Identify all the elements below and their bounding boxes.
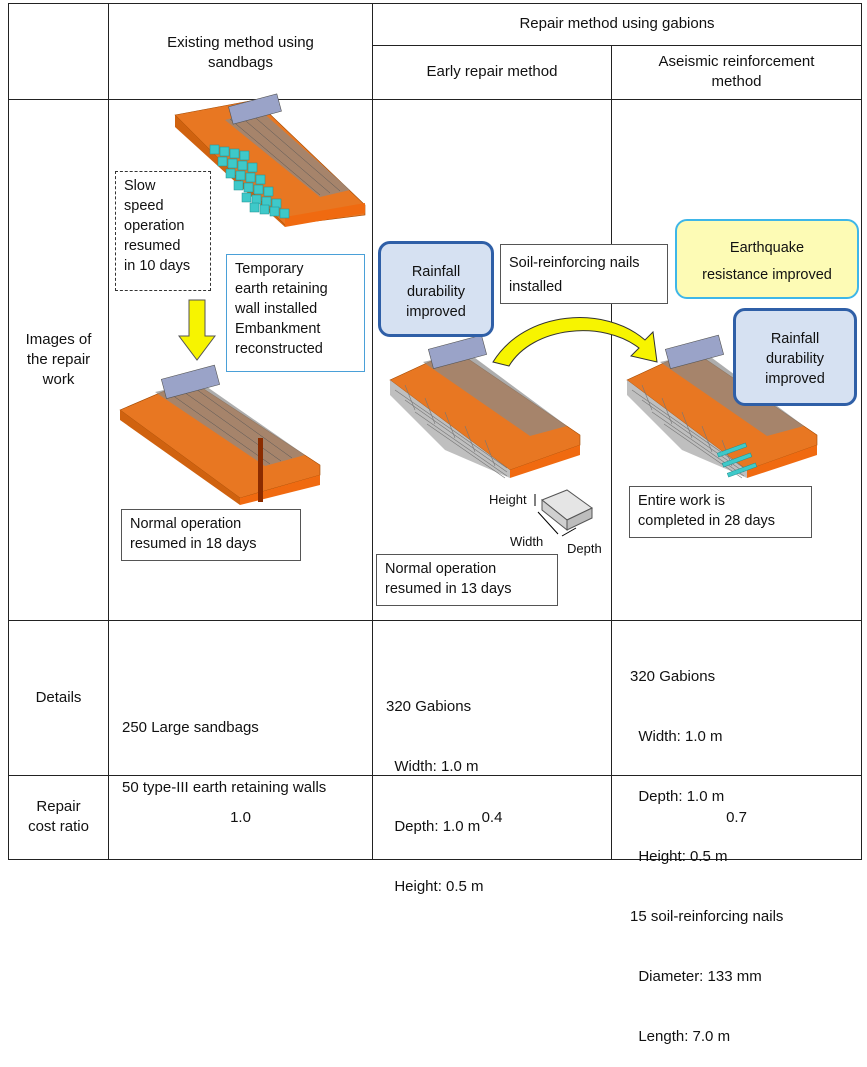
cost-early: 0.4 (481, 809, 503, 826)
row-divider-header (8, 99, 862, 100)
entire-work-line2: completed in 28 days (638, 513, 776, 529)
row-label-cost: Repair cost ratio (9, 797, 108, 837)
gabion-height-label: Height (489, 492, 527, 507)
header-gabions-span: Repair method using gabions (519, 15, 715, 32)
header-aseismic: Aseismic reinforcement method (612, 52, 861, 92)
row-label-images-line1: Images of (25, 331, 92, 348)
slow-speed-line2: speed (124, 198, 164, 214)
table-border-left (8, 3, 9, 860)
slow-speed-line5: in 10 days (124, 258, 191, 274)
entire-work-note: Entire work is completed in 28 days (629, 486, 812, 538)
downward-arrow (178, 299, 216, 361)
table-border-bottom (8, 859, 862, 860)
details-early-line3: Depth: 1.0 m (386, 818, 481, 835)
temporary-line4: Embankment (235, 321, 321, 337)
early-rainfall-line3: improved (406, 304, 466, 320)
temporary-line2: earth retaining (235, 281, 328, 297)
existing-normal-operation-note: Normal operation resumed in 18 days (121, 509, 301, 561)
details-aseismic-line6: Diameter: 133 mm (630, 968, 762, 985)
details-aseismic-line1: 320 Gabions (630, 668, 716, 685)
row-label-cost-line1: Repair (36, 798, 81, 815)
entire-work-line1: Entire work is (638, 493, 726, 509)
existing-normal-line2: resumed in 18 days (130, 536, 257, 552)
row-label-images-line2: the repair (26, 351, 91, 368)
early-normal-line2: resumed in 13 days (385, 581, 512, 597)
slow-speed-line1: Slow (124, 178, 156, 194)
gabion-embankment-illustration (389, 334, 581, 479)
aseismic-embankment-illustration (626, 334, 818, 479)
details-existing-line2: 50 type-III earth retaining walls (122, 779, 327, 796)
soil-nails-note: Soil-reinforcing nails installed (500, 244, 668, 304)
aseismic-rainfall-line3: improved (765, 371, 825, 387)
early-rainfall-badge: Rainfall durability improved (378, 241, 494, 337)
header-early-repair: Early repair method (426, 63, 558, 80)
col-divider-2 (372, 3, 373, 860)
header-subrow-line (372, 45, 862, 46)
header-aseismic-line2: method (711, 73, 762, 90)
temporary-line3: wall installed (235, 301, 318, 317)
row-label-cost-line2: cost ratio (28, 818, 89, 835)
early-rainfall-line2: durability (406, 284, 466, 300)
row-label-details: Details (35, 689, 82, 706)
col-divider-3 (611, 45, 612, 860)
gabion-block-diagram (541, 489, 593, 532)
row-label-images: Images of the repair work (9, 330, 108, 390)
details-existing: 250 Large sandbags 50 type-III earth ret… (122, 678, 326, 818)
details-aseismic-line4: Height: 0.5 m (630, 848, 728, 865)
cost-existing: 1.0 (230, 809, 251, 826)
gabion-depth-label: Depth (567, 541, 602, 556)
aseismic-rainfall-badge: Rainfall durability improved (733, 308, 857, 406)
soil-nails-line2: installed (509, 279, 563, 295)
earthquake-line2: resistance improved (702, 267, 832, 283)
header-aseismic-line1: Aseismic reinforcement (658, 53, 815, 70)
temporary-line5: reconstructed (235, 341, 323, 357)
aseismic-rainfall-line2: durability (765, 351, 825, 367)
details-aseismic-line3: Depth: 1.0 m (630, 788, 725, 805)
sandbag-embankment-illustration (174, 93, 366, 227)
existing-normal-line1: Normal operation (130, 516, 242, 532)
details-early-line2: Width: 1.0 m (386, 758, 479, 775)
early-rainfall-line1: Rainfall (411, 264, 461, 280)
reconstructed-embankment-illustration (119, 364, 321, 505)
row-label-images-line3: work (42, 371, 75, 388)
temporary-wall-note: Temporary earth retaining wall installed… (226, 254, 365, 372)
slow-speed-line3: operation (124, 218, 185, 234)
cost-aseismic: 0.7 (726, 809, 747, 826)
header-existing-line1: Existing method using (167, 34, 314, 51)
gabion-dimension-arrows (534, 494, 577, 537)
earthquake-line1: Earthquake (729, 240, 805, 256)
table-border-top (8, 3, 862, 4)
header-existing-method: Existing method using sandbags (109, 33, 372, 73)
header-existing-line2: sandbags (207, 54, 274, 71)
details-early: 320 Gabions Width: 1.0 m Depth: 1.0 m He… (386, 657, 484, 917)
soil-nails-line1: Soil-reinforcing nails (509, 255, 640, 271)
row-divider-details (8, 775, 862, 776)
details-early-line1: 320 Gabions (386, 698, 472, 715)
details-aseismic-line7: Length: 7.0 m (630, 1028, 731, 1045)
earthquake-resistance-badge: Earthquake resistance improved (675, 219, 859, 299)
slow-speed-note: Slow speed operation resumed in 10 days (115, 171, 211, 291)
early-normal-line1: Normal operation (385, 561, 497, 577)
details-existing-line1: 250 Large sandbags (122, 719, 259, 736)
row-divider-images (8, 620, 862, 621)
details-aseismic-line5: 15 soil-reinforcing nails (630, 908, 784, 925)
aseismic-rainfall-line1: Rainfall (770, 331, 820, 347)
temporary-line1: Temporary (235, 261, 304, 277)
details-aseismic-line2: Width: 1.0 m (630, 728, 723, 745)
details-aseismic: 320 Gabions Width: 1.0 m Depth: 1.0 m He… (630, 627, 783, 1067)
table-border-right (861, 3, 862, 860)
curved-transition-arrow (492, 317, 658, 367)
details-early-line4: Height: 0.5 m (386, 878, 484, 895)
early-normal-operation-note: Normal operation resumed in 13 days (376, 554, 558, 606)
gabion-width-label: Width (510, 534, 544, 549)
col-divider-1 (108, 3, 109, 860)
slow-speed-line4: resumed (124, 238, 181, 254)
